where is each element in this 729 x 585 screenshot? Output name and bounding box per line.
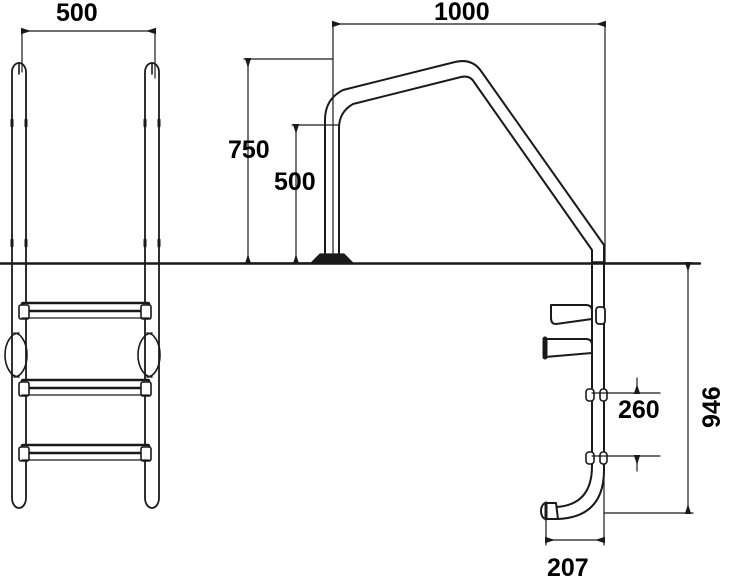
ladder-grip-arcs <box>4 332 161 378</box>
ladder-step-side <box>550 304 606 325</box>
dimension-depth-946 <box>603 262 694 514</box>
ladder-rail-left <box>10 62 28 509</box>
ladder-side-view <box>540 261 608 521</box>
ladder-side-mount-pads <box>585 388 608 465</box>
dimension-label-width-500: 500 <box>56 0 98 27</box>
dimension-label-step-260: 260 <box>618 396 660 424</box>
dimension-width-207 <box>545 469 605 546</box>
handrail-base-plate <box>310 253 354 264</box>
dimension-label-reach-1000: 1000 <box>434 0 490 26</box>
dimension-height-500 <box>291 124 340 264</box>
ladder-rung <box>18 378 152 397</box>
dimension-label-width-207: 207 <box>547 554 589 582</box>
ladder-rung <box>18 301 152 320</box>
dimension-label-height-500: 500 <box>274 168 316 196</box>
dimension-step-260 <box>591 377 661 472</box>
handrail-tube <box>324 60 605 263</box>
ladder-rung <box>18 443 152 462</box>
ladder-side-stringer <box>555 261 605 520</box>
dimension-reach-1000 <box>332 20 606 263</box>
ladder-rail-right <box>143 62 161 509</box>
ladder-front-view <box>4 62 161 509</box>
ladder-step-side <box>542 336 593 360</box>
ladder-foot-cap <box>540 501 559 521</box>
dimension-label-height-750: 750 <box>228 136 270 164</box>
dimension-label-depth-946: 946 <box>698 386 726 428</box>
dimension-width-500 <box>21 27 156 79</box>
